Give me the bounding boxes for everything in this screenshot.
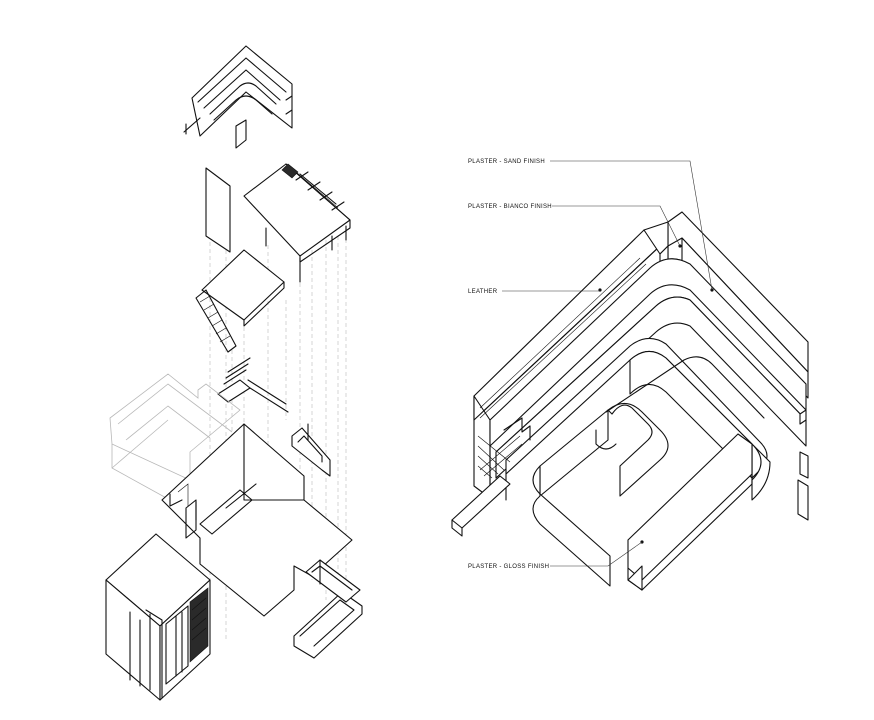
label-plaster-sand-finish: PLASTER - SAND FINISH — [468, 159, 545, 165]
roof-slab — [205, 163, 351, 283]
curved-band-inner — [505, 337, 771, 501]
ground-floor-plan — [161, 423, 353, 617]
stair-hatch — [477, 417, 531, 479]
curved-band-middle — [489, 258, 807, 499]
label-plaster-bianco-finish: PLASTER - BIANCO FINISH — [468, 204, 552, 210]
ghost-level-outline — [109, 373, 241, 501]
wall-assembly-small — [183, 45, 293, 149]
plaster-gloss-panel — [627, 433, 753, 591]
callout-labels: PLASTER - SAND FINISH PLASTER - BIANCO F… — [468, 159, 552, 570]
base-plates — [451, 451, 809, 537]
leader-lines — [502, 160, 713, 567]
label-leather: LEATHER — [468, 289, 498, 295]
bench-element — [291, 423, 331, 477]
exploded-axonometric-view — [105, 45, 363, 701]
mid-floor-slab — [195, 249, 285, 353]
curved-planter — [293, 559, 363, 659]
label-plaster-gloss-finish: PLASTER - GLOSS FINISH — [468, 564, 549, 570]
material-detail-axonometric: PLASTER - SAND FINISH PLASTER - BIANCO F… — [451, 159, 809, 591]
inner-loop — [532, 356, 765, 587]
stair-element — [217, 357, 289, 413]
building-volume — [105, 533, 211, 701]
